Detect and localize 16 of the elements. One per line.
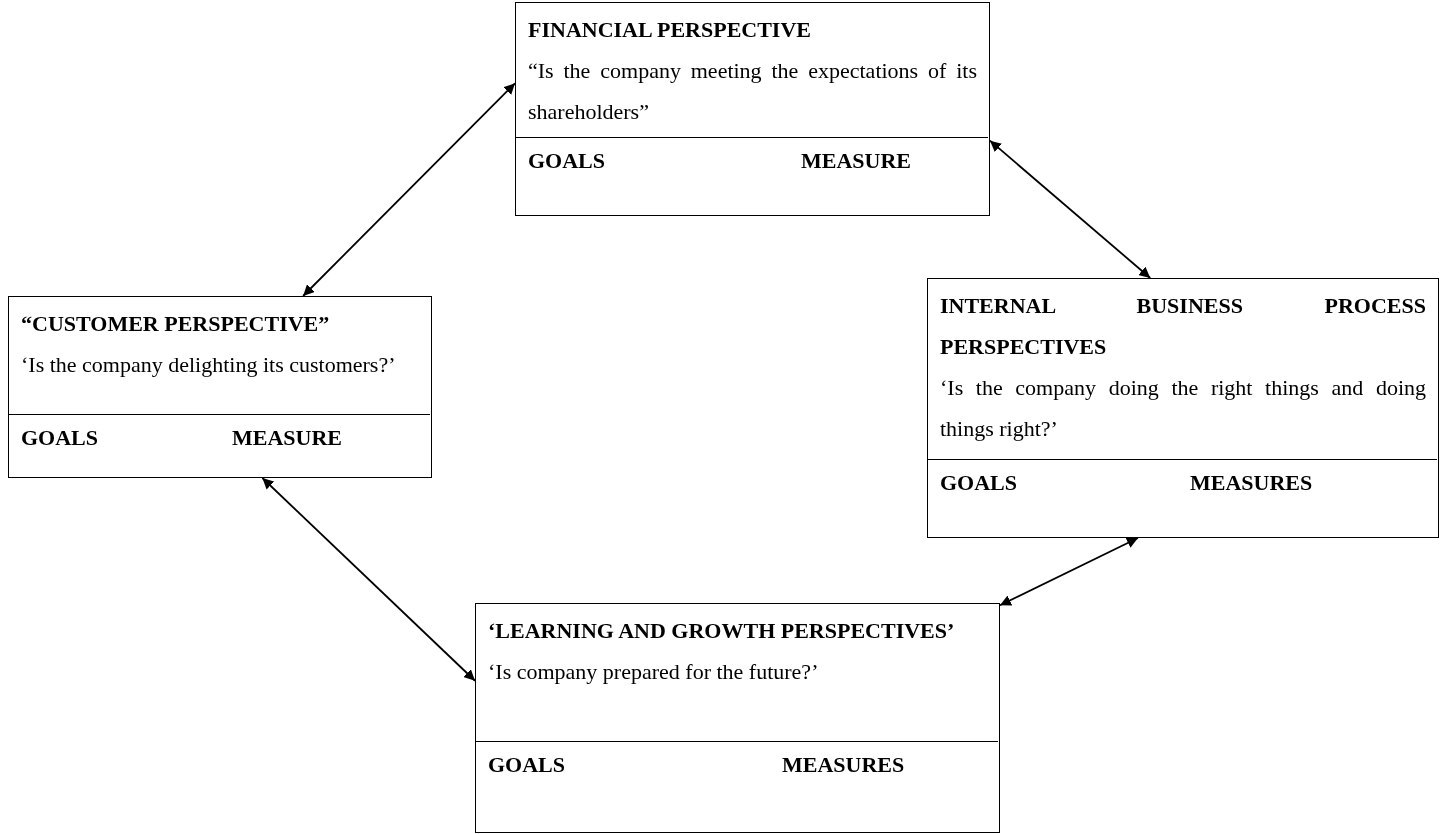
perspective-question: ‘Is company prepared for the future?’ bbox=[488, 658, 820, 686]
perspective-box bbox=[515, 2, 990, 216]
perspective-heading: ‘LEARNING AND GROWTH PERSPECTIVES’ bbox=[488, 617, 956, 645]
perspective-box bbox=[8, 296, 432, 478]
perspective-heading: INTERNAL BUSINESS PROCESS PERSPECTIVES bbox=[940, 292, 1426, 361]
perspective-question: “Is the company meeting the expectations of its shareholders” bbox=[528, 57, 977, 126]
double-arrow bbox=[999, 537, 1139, 607]
perspective-question: ‘Is the company delighting its customers?’ bbox=[21, 351, 397, 379]
double-arrow bbox=[989, 139, 1152, 279]
perspective-heading: FINANCIAL PERSPECTIVE bbox=[528, 16, 812, 44]
double-arrow bbox=[261, 477, 476, 682]
perspective-heading: “CUSTOMER PERSPECTIVE” bbox=[21, 310, 331, 338]
perspective-box bbox=[927, 278, 1439, 538]
perspective-box bbox=[475, 603, 1000, 833]
double-arrow bbox=[302, 82, 516, 297]
perspective-question: ‘Is the company doing the right things and doing things right?’ bbox=[940, 374, 1426, 443]
